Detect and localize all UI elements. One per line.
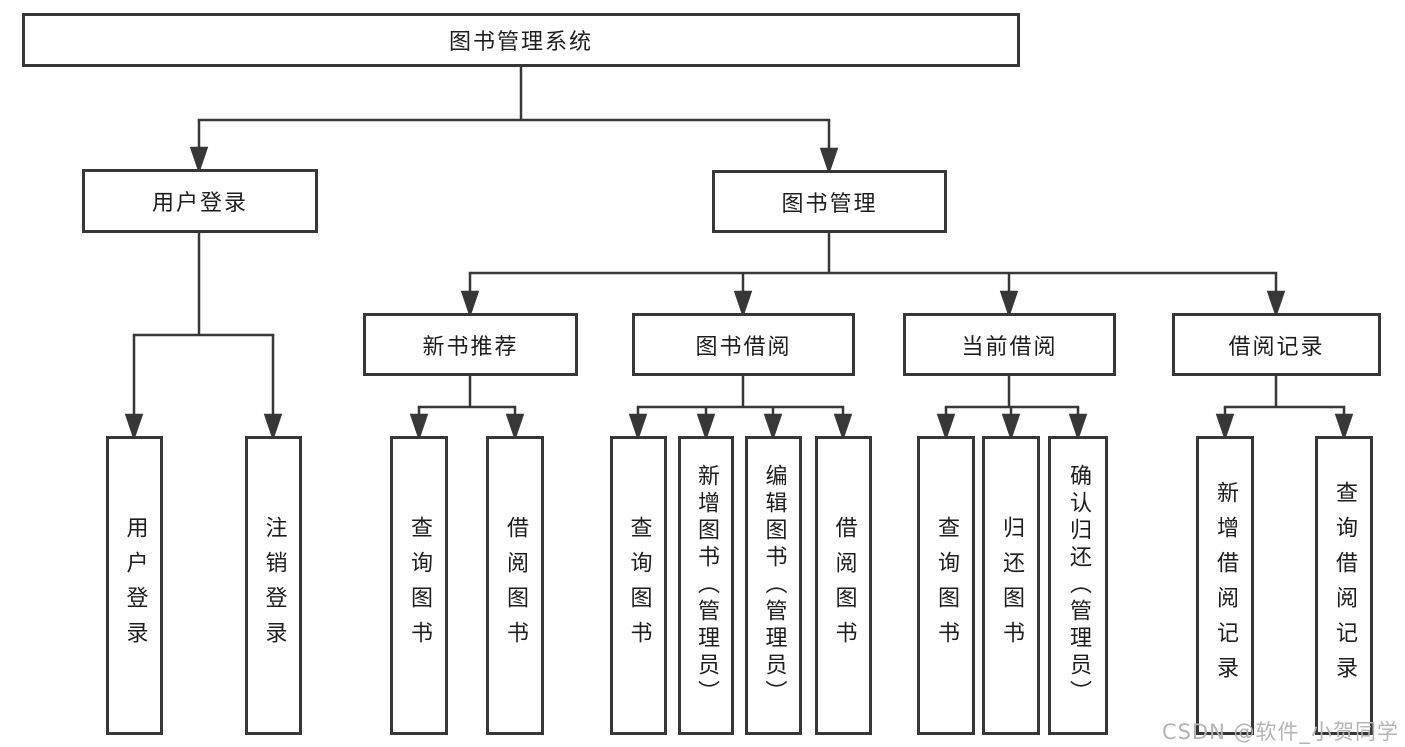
leaf-newbook-query: 查询图书 (390, 436, 448, 735)
node-current-borrow-label: 当前借阅 (961, 334, 1058, 360)
leaf-current-query: 查询图书 (917, 436, 975, 735)
leaf-confirm-return-admin: 确认归还（管理员） (1048, 436, 1108, 735)
node-book-borrow-label: 图书借阅 (695, 334, 792, 360)
node-user-login-label: 用户登录 (151, 191, 248, 216)
leaf-logout: 注销登录 (245, 436, 302, 735)
leaf-borrow-edit-admin-label: 编辑图书（管理员） (761, 464, 787, 707)
connector-root-to-level2 (189, 67, 839, 175)
leaf-newbook-query-label: 查询图书 (407, 515, 432, 656)
connector-newbook-to-leaves (409, 376, 525, 441)
leaf-borrow-add-admin-label: 新增图书（管理员） (694, 464, 719, 707)
connector-userlogin-to-leaves (124, 233, 283, 441)
node-book-management-label: 图书管理 (781, 191, 878, 217)
leaf-borrow-edit-admin: 编辑图书（管理员） (745, 436, 802, 735)
node-borrow-record: 借阅记录 (1172, 313, 1381, 376)
leaf-user-login: 用户登录 (106, 436, 163, 735)
leaf-record-add-label: 新增借阅记录 (1213, 480, 1238, 691)
leaf-newbook-borrow: 借阅图书 (486, 436, 544, 735)
leaf-borrow-query-label: 查询图书 (626, 515, 652, 656)
leaf-current-query-label: 查询图书 (934, 515, 959, 656)
leaf-newbook-borrow-label: 借阅图书 (503, 515, 528, 656)
leaf-user-login-label: 用户登录 (122, 515, 148, 656)
connector-bookborrow-to-leaves (628, 376, 853, 441)
leaf-logout-label: 注销登录 (261, 515, 287, 656)
node-root-label: 图书管理系统 (448, 30, 593, 55)
node-user-login: 用户登录 (82, 169, 318, 233)
connector-bookmgmt-to-level3 (460, 233, 1286, 318)
connector-borrowrecord-to-leaves (1215, 376, 1354, 441)
node-root: 图书管理系统 (22, 13, 1020, 67)
csdn-watermark: CSDN @软件_小贺同学 (1161, 720, 1399, 744)
connector-currentborrow-to-leaves (936, 376, 1088, 441)
leaf-record-add: 新增借阅记录 (1196, 436, 1254, 735)
node-new-book-recommend: 新书推荐 (363, 313, 578, 376)
leaf-record-query-label: 查询借阅记录 (1332, 480, 1357, 691)
node-new-book-recommend-label: 新书推荐 (422, 334, 519, 360)
leaf-return-book: 归还图书 (982, 436, 1040, 735)
node-book-borrow: 图书借阅 (632, 313, 855, 376)
leaf-record-query: 查询借阅记录 (1315, 436, 1373, 735)
leaf-borrow-query: 查询图书 (610, 436, 667, 735)
leaf-return-book-label: 归还图书 (999, 515, 1024, 656)
node-book-management: 图书管理 (712, 170, 947, 233)
leaf-borrow-add-admin: 新增图书（管理员） (678, 436, 734, 735)
node-current-borrow: 当前借阅 (903, 313, 1116, 376)
node-borrow-record-label: 借阅记录 (1228, 334, 1325, 360)
leaf-borrow-book-label: 借阅图书 (831, 515, 857, 656)
leaf-confirm-return-admin-label: 确认归还（管理员） (1066, 464, 1091, 707)
leaf-borrow-book: 借阅图书 (815, 436, 872, 735)
